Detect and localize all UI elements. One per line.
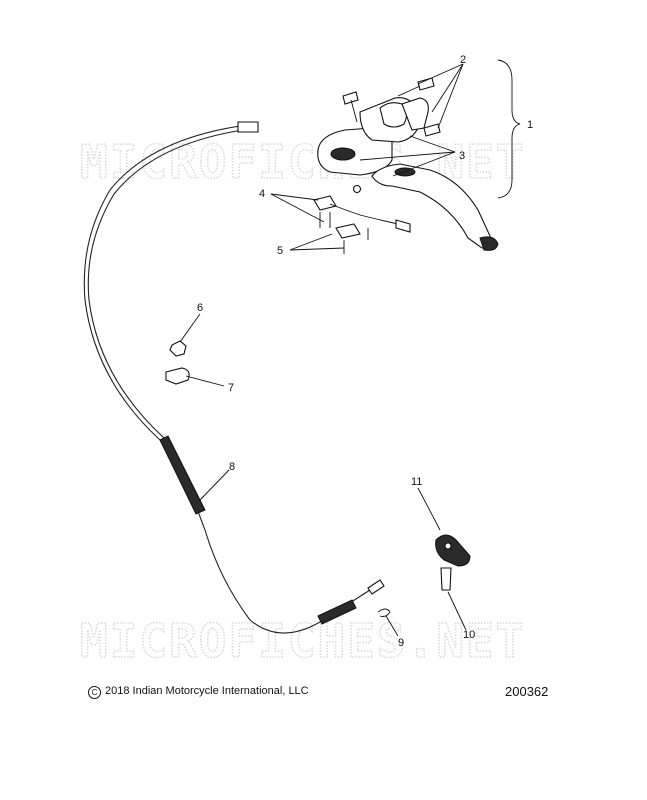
clutch-cable — [83, 121, 385, 634]
callout-9: 9 — [398, 637, 404, 649]
callout-2: 2 — [460, 54, 466, 66]
diagram-number: 200362 — [505, 684, 549, 699]
bolt-part — [440, 567, 452, 591]
copyright-icon: C — [88, 686, 101, 699]
assembly-bracket — [497, 59, 521, 199]
callout-8: 8 — [229, 461, 235, 473]
callout-1: 1 — [527, 119, 533, 131]
callout-6: 6 — [197, 302, 203, 314]
callout-7: 7 — [228, 382, 234, 394]
callout-5: 5 — [277, 245, 283, 257]
clutch-perch-assembly — [317, 77, 499, 251]
leader-lines — [179, 63, 467, 637]
copyright-notice: C 2018 Indian Motorcycle International, L… — [88, 685, 309, 699]
clip-part — [377, 608, 391, 617]
switch-assembly — [313, 195, 411, 254]
callout-10: 10 — [463, 629, 475, 641]
callout-3: 3 — [459, 150, 465, 162]
callout-11: 11 — [411, 476, 422, 488]
cable-clamp-part — [165, 367, 190, 385]
watermark-top: MICROFICHES.NET — [80, 135, 525, 189]
nut-part — [169, 340, 187, 357]
callout-4: 4 — [259, 188, 265, 200]
cable-bracket-part — [435, 534, 471, 567]
watermark-bottom: MICROFICHES.NET — [80, 614, 525, 668]
copyright-text: 2018 Indian Motorcycle International, LL… — [105, 685, 309, 697]
